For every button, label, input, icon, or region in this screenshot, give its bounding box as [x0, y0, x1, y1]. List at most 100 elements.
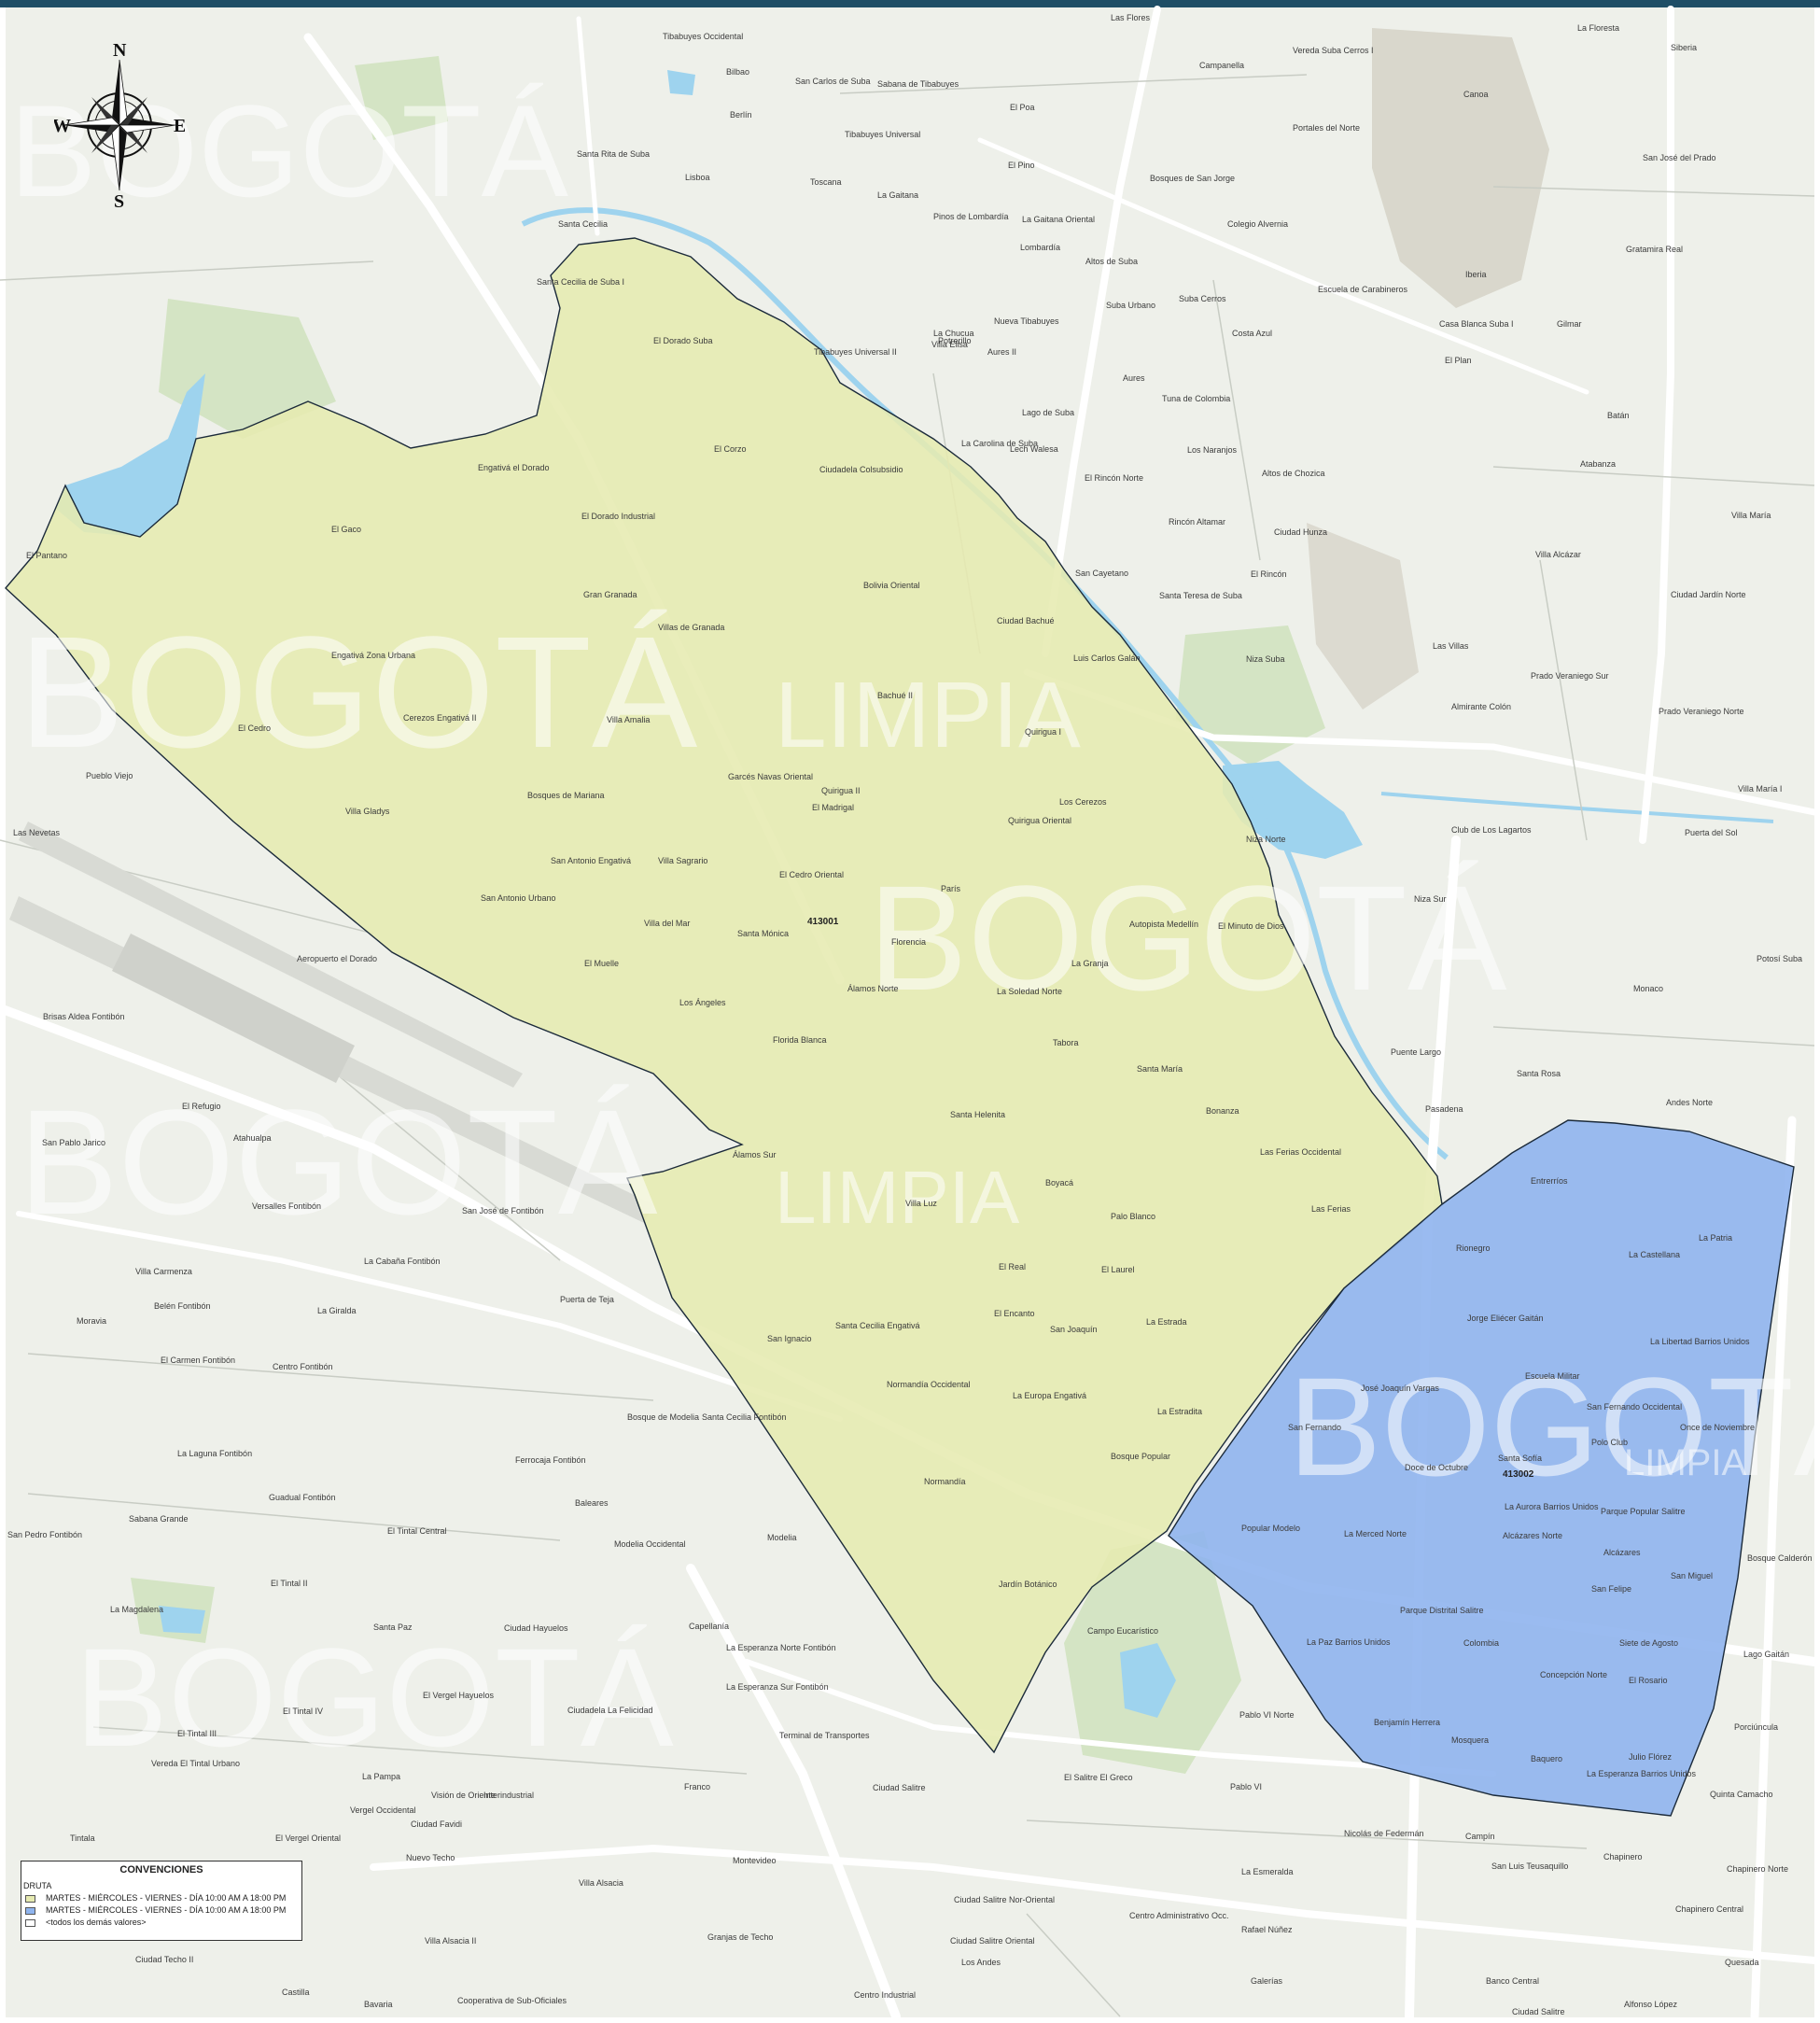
place-label: La Chucua: [933, 329, 974, 338]
place-label: Santa Cecilia Engativá: [835, 1321, 920, 1330]
place-label: La Carolina de Suba: [961, 439, 1038, 448]
place-label: San Cayetano: [1075, 569, 1128, 578]
place-label: El Muelle: [584, 959, 619, 968]
place-label: San Carlos de Suba: [795, 77, 871, 86]
place-label: Aures: [1123, 373, 1145, 383]
place-label: La Europa Engativá: [1013, 1391, 1086, 1400]
place-label: Popular Modelo: [1241, 1524, 1300, 1533]
place-label: La Giralda: [317, 1306, 357, 1315]
place-label: Ferrocaja Fontibón: [515, 1455, 586, 1465]
place-label: Portales del Norte: [1293, 123, 1360, 133]
place-label: San Luis Teusaquillo: [1491, 1861, 1568, 1871]
zone-413001[interactable]: [5, 237, 1443, 1754]
compass-n-label: N: [113, 41, 127, 61]
place-label: Andes Norte: [1666, 1098, 1713, 1107]
lake-los-lagartos: [1223, 761, 1363, 859]
place-label: Chapinero Norte: [1727, 1864, 1788, 1874]
place-label: Engativá el Dorado: [478, 463, 550, 472]
place-label: San Felipe: [1591, 1584, 1631, 1594]
place-label: Pablo VI Norte: [1239, 1710, 1295, 1720]
pond: [1120, 1643, 1176, 1718]
place-label: Engativá Zona Urbana: [331, 651, 415, 660]
map-legend: CONVENCIONES DRUTA MARTES - MIÉRCOLES - …: [21, 1861, 302, 1941]
place-label: Nuevo Techo: [406, 1853, 455, 1862]
watermark-text: BOGOTÁ: [9, 77, 569, 224]
place-label: Escuela Militar: [1525, 1371, 1580, 1381]
place-label: Villa Sagrario: [658, 856, 707, 865]
place-label: Santa Rita de Suba: [577, 149, 650, 159]
watermark-sub: LIMPIA: [775, 1156, 1020, 1239]
place-label: Álamos Norte: [847, 984, 899, 993]
place-label: Almirante Colón: [1451, 702, 1511, 711]
airport-el-dorado: [9, 822, 653, 1223]
place-label: Niza Suba: [1246, 654, 1285, 664]
place-label: Sabana Grande: [129, 1514, 189, 1524]
place-label: Colegio Alvernia: [1227, 219, 1288, 229]
compass-rose-icon: N S W E: [52, 40, 186, 212]
place-label: Puente Largo: [1391, 1047, 1441, 1057]
place-label: Belén Fontibón: [154, 1301, 211, 1311]
place-label: Villas de Granada: [658, 623, 724, 632]
place-label: Las Nevetas: [13, 828, 61, 837]
place-label: Concepción Norte: [1540, 1670, 1607, 1679]
place-label: Bosque de Modelia: [627, 1412, 699, 1422]
place-label: La Castellana: [1629, 1250, 1680, 1259]
place-label: Ciudad Jardín Norte: [1671, 590, 1746, 599]
place-label: Rionegro: [1456, 1243, 1491, 1253]
place-label: Ciudad Salitre Nor-Oriental: [954, 1895, 1055, 1904]
place-label: El Poa: [1010, 103, 1035, 112]
place-label: Vereda El Tintal Urbano: [151, 1759, 240, 1768]
place-label: San Antonio Urbano: [481, 893, 556, 903]
place-label: Santa Paz: [373, 1623, 413, 1632]
place-label: El Encanto: [994, 1309, 1035, 1318]
place-label: Once de Noviembre: [1680, 1423, 1755, 1432]
place-label: Siberia: [1671, 43, 1697, 52]
place-label: Versalles Fontibón: [252, 1201, 321, 1211]
place-label: Monaco: [1633, 984, 1663, 993]
pond: [667, 70, 695, 95]
legend-swatch: [25, 1895, 35, 1903]
place-label: Costa Azul: [1232, 329, 1272, 338]
park-area: [355, 56, 448, 140]
legend-title: CONVENCIONES: [119, 1864, 203, 1875]
place-label: Garcés Navas Oriental: [728, 772, 813, 781]
place-label: San Antonio Engativá: [551, 856, 631, 865]
place-label: El Dorado Industrial: [581, 512, 655, 521]
place-label: Bosque Popular: [1111, 1452, 1170, 1461]
place-label: El Pantano: [26, 551, 67, 560]
place-label: Lago de Suba: [1022, 408, 1074, 417]
place-label: El Madrigal: [812, 803, 854, 812]
place-label: Club de Los Lagartos: [1451, 825, 1532, 835]
place-label: Santa Helenita: [950, 1110, 1005, 1119]
compass-e-label: E: [174, 116, 185, 136]
place-label: San Pedro Fontibón: [7, 1530, 82, 1539]
place-label: Santa Teresa de Suba: [1159, 591, 1242, 600]
watermark-sub: LIMPIA: [775, 663, 1081, 767]
place-label: Pinos de Lombardía: [933, 212, 1009, 221]
place-label: Ciudad Hunza: [1274, 527, 1327, 537]
place-label: Quinta Camacho: [1710, 1790, 1773, 1799]
lake-la-florida: [56, 373, 205, 537]
place-label: La Esmeralda: [1241, 1867, 1294, 1876]
place-label: El Vergel Hayuelos: [423, 1691, 495, 1700]
park-area: [159, 299, 336, 439]
zone-413002[interactable]: [1168, 1119, 1795, 1817]
watermark-group: BOGOTÁ BOGOTÁ LIMPIA BOGOTÁ BOGOTÁ LIMPI…: [9, 77, 1820, 1776]
place-label: Jardín Botánico: [999, 1580, 1057, 1589]
place-label: La Pampa: [362, 1772, 400, 1781]
place-label: El Minuto de Dios: [1218, 921, 1284, 931]
place-label: Pueblo Viejo: [86, 771, 133, 780]
place-label: Cooperativa de Sub-Oficiales: [457, 1996, 567, 2005]
place-label: Atahualpa: [233, 1133, 272, 1143]
place-label: Villa Gladys: [345, 807, 390, 816]
place-label: Campín: [1465, 1832, 1495, 1841]
watermark-text: BOGOTÁ: [868, 854, 1507, 1021]
pond: [159, 1606, 205, 1634]
place-label: El Tintal III: [177, 1729, 217, 1738]
place-label: Ciudad Bachué: [997, 616, 1055, 625]
place-label: Aures II: [987, 347, 1016, 357]
place-label: Villa Carmenza: [135, 1267, 192, 1276]
place-label: Las Villas: [1433, 641, 1469, 651]
neighborhood-labels: Tibabuyes Occidental Bilbao San Carlos d…: [7, 13, 1813, 2016]
